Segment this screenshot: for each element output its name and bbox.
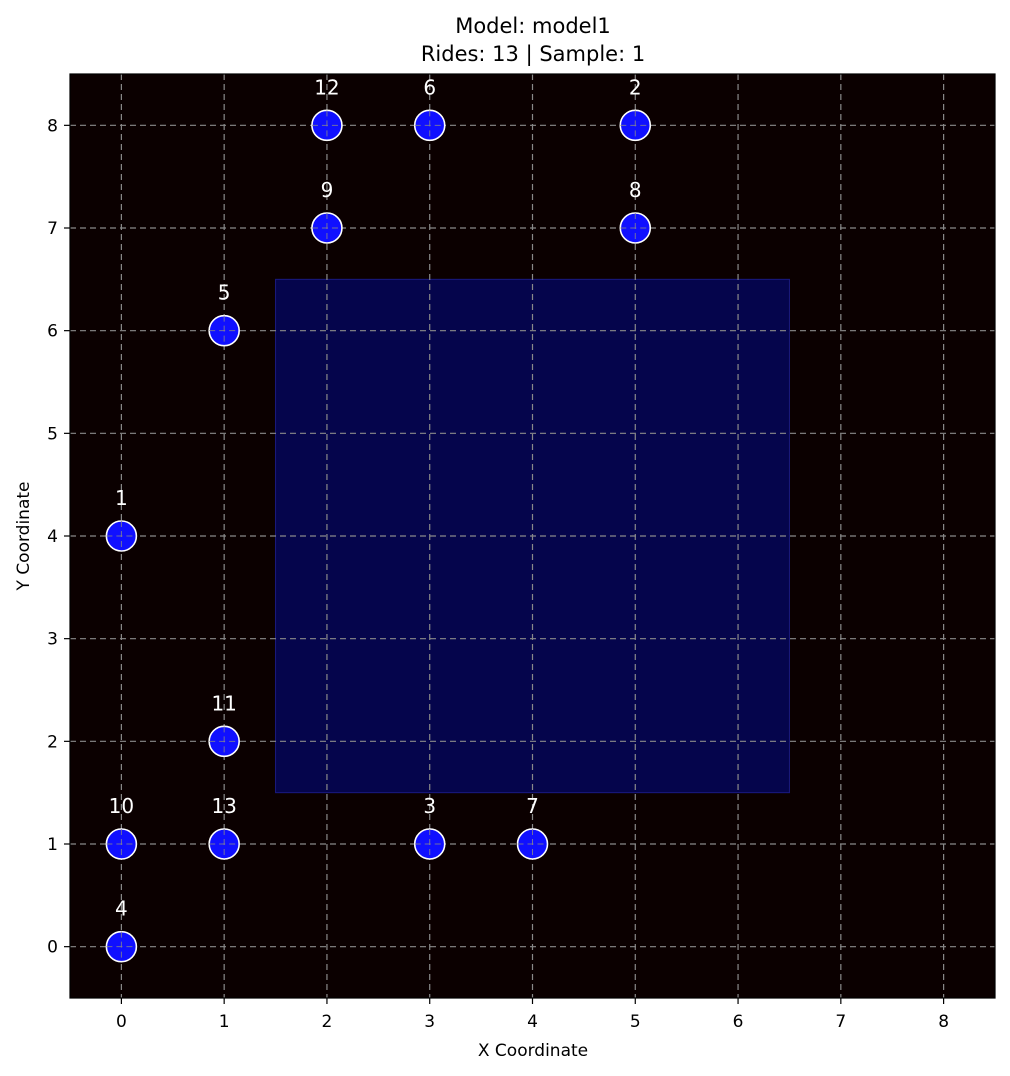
x-tick-label: 4: [527, 1012, 538, 1032]
x-axis-label: X Coordinate: [478, 1041, 588, 1061]
point-label: 11: [211, 691, 236, 715]
x-tick-label: 2: [322, 1012, 333, 1032]
y-tick-label: 4: [47, 527, 58, 547]
y-tick-label: 8: [47, 116, 58, 136]
x-tick-label: 0: [116, 1012, 127, 1032]
y-tick-label: 0: [47, 938, 58, 958]
point-label: 8: [629, 178, 642, 202]
point-label: 10: [109, 794, 134, 818]
point-label: 3: [423, 794, 436, 818]
point-label: 4: [115, 897, 128, 921]
y-tick-label: 1: [47, 835, 58, 855]
point-label: 7: [526, 794, 539, 818]
point-label: 9: [321, 178, 334, 202]
x-tick-label: 8: [938, 1012, 949, 1032]
y-tick-label: 5: [47, 424, 58, 444]
chart-title: Model: model1: [455, 14, 611, 38]
x-axis-ticks: 0 1 2 3 4 5 6 7 8: [116, 998, 949, 1032]
y-axis-ticks: 0 1 2 3 4 5 6 7 8: [47, 116, 70, 958]
point-label: 1: [115, 486, 128, 510]
y-axis-label: Y Coordinate: [14, 482, 34, 592]
point-label: 2: [629, 75, 642, 99]
x-tick-label: 5: [630, 1012, 641, 1032]
y-tick-label: 3: [47, 630, 58, 650]
x-tick-label: 6: [733, 1012, 744, 1032]
y-tick-label: 2: [47, 732, 58, 752]
point-label: 6: [423, 75, 436, 99]
x-tick-label: 7: [835, 1012, 846, 1032]
points-layer: [105, 109, 652, 963]
point-label: 13: [211, 794, 236, 818]
x-tick-label: 3: [424, 1012, 435, 1032]
chart-subtitle: Rides: 13 | Sample: 1: [421, 42, 645, 67]
point-label: 5: [218, 281, 231, 305]
x-tick-label: 1: [219, 1012, 230, 1032]
y-tick-label: 6: [47, 322, 58, 342]
point-label: 12: [314, 75, 339, 99]
y-tick-label: 7: [47, 219, 58, 239]
